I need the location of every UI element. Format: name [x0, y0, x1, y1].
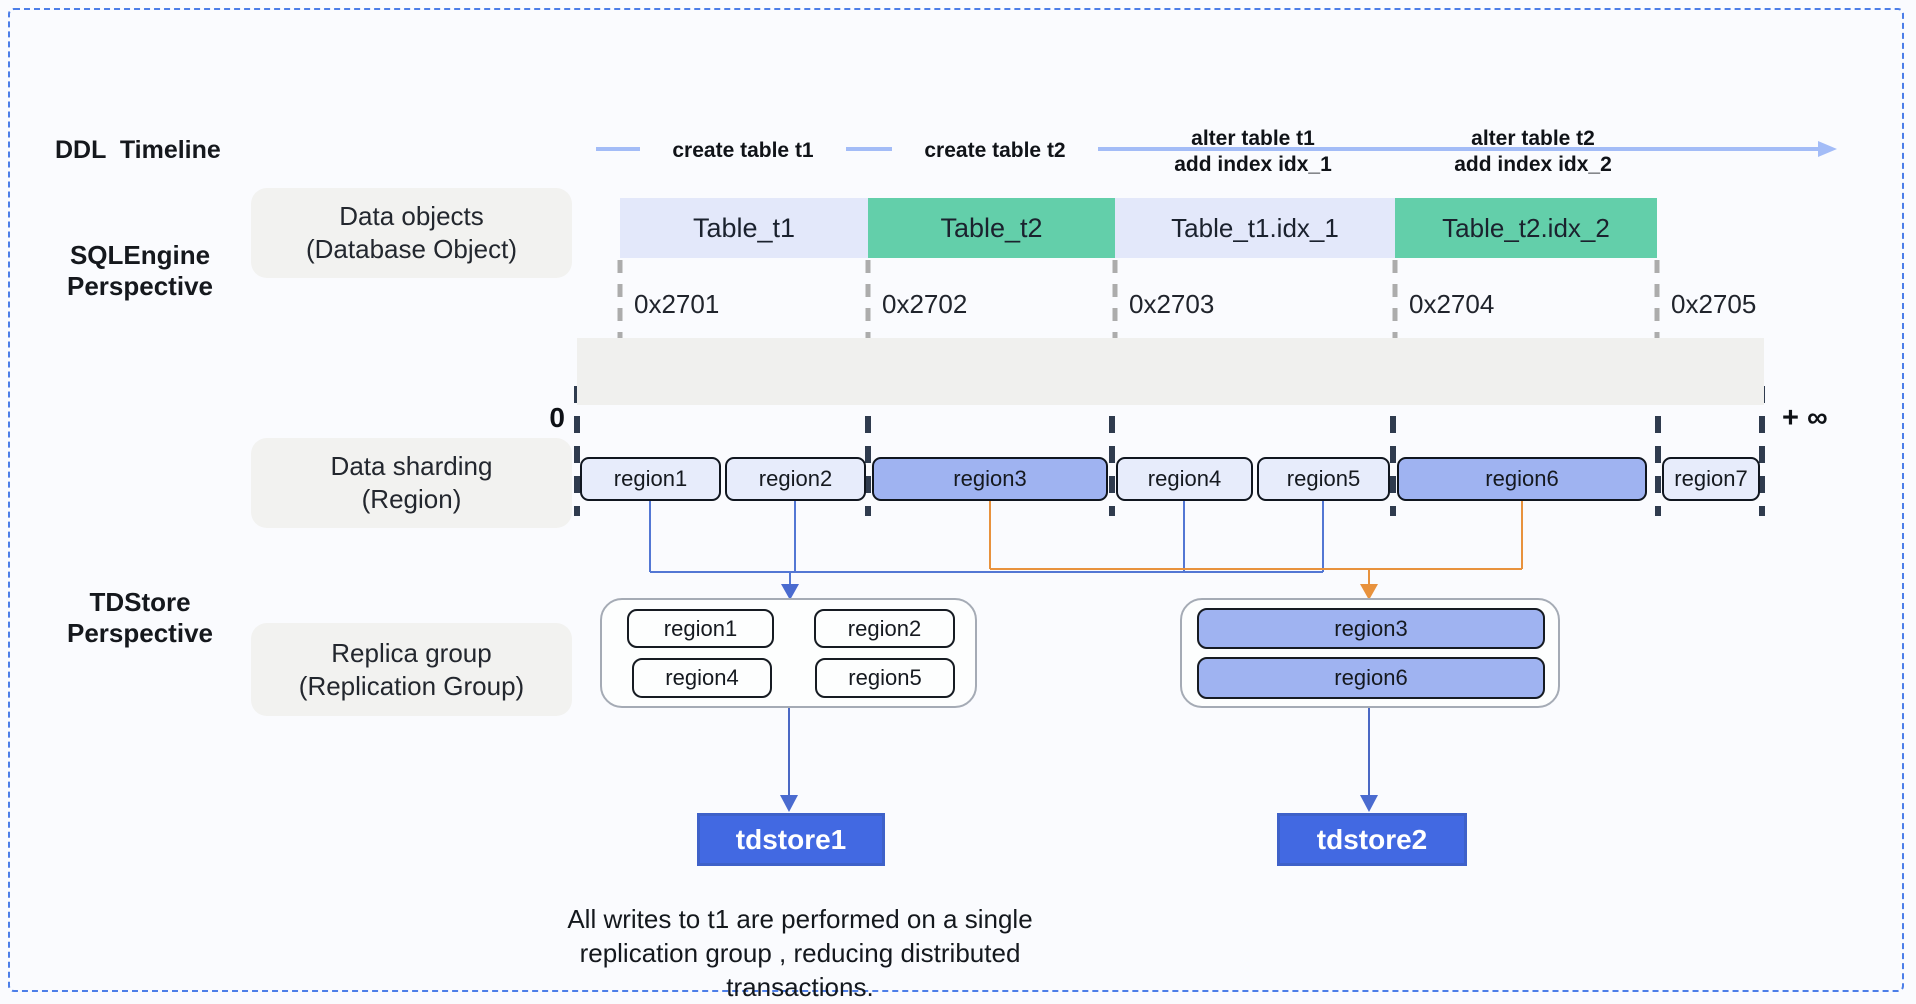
data-objects-line2: (Database Object): [306, 234, 517, 264]
region1-shard: region1: [580, 457, 721, 501]
replica-member-region1: region1: [627, 609, 774, 648]
region6-shard: region6: [1397, 457, 1647, 501]
replica-member-region3: region3: [1197, 608, 1545, 649]
sqlengine-line2: Perspective: [67, 271, 213, 301]
tdstore-perspective-label: TDStore Perspective: [58, 587, 222, 649]
data-sharding-line2: (Region): [361, 484, 462, 514]
timeline-event-alter-t1: alter table t1 add index idx_1: [1140, 126, 1366, 178]
data-objects-line1: Data objects: [339, 201, 484, 231]
object-box-table-t1-idx1: Table_t1.idx_1: [1115, 198, 1395, 258]
region3-shard: region3: [872, 457, 1108, 501]
alter-t2-line1: alter table t2: [1471, 127, 1595, 150]
keyrange-ticks: [574, 386, 1765, 516]
sqlengine-perspective-label: SQLEngine Perspective: [58, 240, 222, 302]
timeline-event-create-t2: create table t2: [892, 138, 1098, 164]
object-box-table-t1: Table_t1: [620, 198, 868, 258]
sqlengine-line1: SQLEngine: [69, 240, 211, 270]
replica-group-line1: Replica group: [331, 637, 492, 668]
outer-dashed-border: [8, 8, 1904, 992]
replica-group-pill: Replica group (Replication Group): [251, 623, 572, 716]
data-sharding-line1: Data sharding: [330, 451, 493, 481]
tdstore2-node: tdstore2: [1277, 813, 1467, 866]
object-box-table-t2: Table_t2: [868, 198, 1115, 258]
note-line2: replication group , reducing distributed: [579, 938, 1021, 968]
hex-mark-1: 0x2701: [634, 289, 720, 319]
orange-connectors: [989, 501, 1523, 586]
tdstore-line2: Perspective: [67, 618, 213, 648]
replica-group-left: region1 region2 region4 region5: [600, 598, 977, 708]
region7-shard: region7: [1662, 457, 1760, 501]
note-line1: All writes to t1 are performed on a sing…: [567, 904, 1033, 934]
tdstore2-arrowhead-icon: [1360, 795, 1378, 812]
replica-member-region4: region4: [632, 658, 772, 698]
region4-shard: region4: [1116, 457, 1253, 501]
keyspace-band: [577, 338, 1764, 405]
alter-t1-line1: alter table t1: [1191, 127, 1315, 150]
tdstore1-arrowhead-icon: [780, 795, 798, 812]
replica-group-right: region3 region6: [1180, 598, 1560, 708]
axis-infinity-label: + ∞: [1782, 402, 1828, 434]
hex-mark-3: 0x2703: [1129, 289, 1215, 319]
tdstore1-node: tdstore1: [697, 813, 885, 866]
timeline-event-alter-t2: alter table t2 add index idx_2: [1420, 126, 1646, 178]
replica-member-region6: region6: [1197, 657, 1545, 699]
object-box-table-t2-idx2: Table_t2.idx_2: [1395, 198, 1657, 258]
blue-connectors: [649, 501, 1324, 586]
timeline-arrowhead-icon: [1818, 141, 1837, 157]
blue-arrowhead-icon: [781, 584, 799, 600]
alter-t1-line2: add index idx_1: [1174, 153, 1332, 176]
replica-group-line2: (Replication Group): [298, 670, 525, 701]
tdstore-line1: TDStore: [89, 587, 191, 617]
data-objects-pill: Data objects (Database Object): [251, 188, 572, 278]
note-line3: transactions.: [726, 972, 874, 1002]
hex-mark-2: 0x2702: [882, 289, 968, 319]
replica-member-region5: region5: [815, 658, 955, 698]
axis-zero-label: 0: [549, 402, 565, 433]
ddl-timeline-title: DDL Timeline: [55, 136, 221, 164]
timeline-event-create-t1: create table t1: [640, 138, 846, 164]
region2-shard: region2: [725, 457, 866, 501]
note-text: All writes to t1 are performed on a sing…: [440, 902, 1160, 1004]
region5-shard: region5: [1257, 457, 1390, 501]
replica-member-region2: region2: [814, 609, 955, 648]
data-sharding-pill: Data sharding (Region): [251, 438, 572, 528]
hex-mark-4: 0x2704: [1409, 289, 1495, 319]
tdstore-arrows: [788, 708, 1370, 797]
alter-t2-line2: add index idx_2: [1454, 153, 1612, 176]
hex-mark-5: 0x2705: [1671, 289, 1757, 319]
orange-arrowhead-icon: [1360, 584, 1378, 600]
